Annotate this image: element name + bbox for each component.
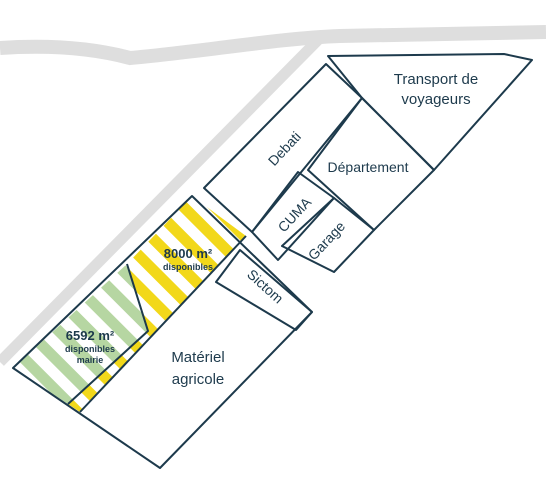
label-8000-area: 8000 m² — [164, 246, 213, 261]
label-departement: Département — [328, 159, 409, 175]
parcel-cuma[interactable] — [251, 171, 335, 261]
label-8000-status: disponibles — [163, 262, 213, 272]
road-top — [0, 25, 546, 66]
parcel-available-6592[interactable] — [13, 264, 148, 404]
label-transport-line2: voyageurs — [401, 91, 470, 108]
label-6592-line2: mairie — [77, 355, 104, 365]
label-cuma: CUMA — [274, 194, 314, 236]
parcel-available-8000[interactable] — [68, 196, 246, 412]
road-diagonal — [0, 36, 322, 366]
label-materiel-line2: agricole — [172, 371, 225, 388]
parcel-lower-block — [12, 195, 313, 469]
parcel-outlines — [12, 53, 533, 469]
label-6592-area: 6592 m² — [66, 328, 115, 343]
parcel-transport[interactable] — [327, 53, 533, 171]
parcel-garage[interactable] — [281, 197, 375, 273]
label-materiel-line1: Matériel — [171, 349, 224, 366]
label-transport-line1: Transport de — [394, 71, 479, 88]
label-debati: Debati — [265, 128, 304, 169]
label-6592-line1: disponibles — [65, 344, 115, 354]
parcel-sictom[interactable] — [215, 249, 313, 331]
